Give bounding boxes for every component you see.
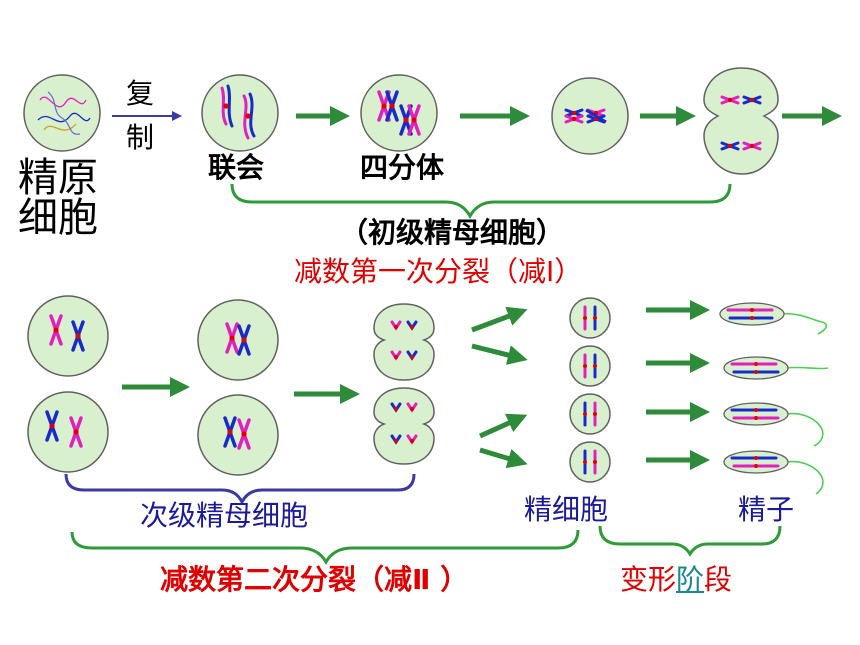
- primary-spermatocyte-brace: [230, 183, 732, 220]
- secondary-spermatocyte-label: 次级精母细胞: [140, 499, 309, 532]
- telophase2-cell-1: [373, 303, 435, 381]
- spermatogonium-label-1: 精原: [18, 155, 98, 201]
- meiosis1-label: 减数第一次分裂（减Ⅰ）: [294, 255, 583, 288]
- sperm-4: [723, 450, 824, 495]
- transformation-label-part3: 段: [704, 563, 733, 596]
- sperm-2: [723, 356, 829, 380]
- metaphase2-cell-2: [197, 394, 279, 476]
- spermatid-cell-3: [569, 393, 611, 435]
- secondary-cell-2: [27, 391, 109, 473]
- metaphase2-cell-1: [197, 299, 279, 381]
- spermatid-cell-1: [569, 297, 611, 339]
- arrow: [471, 343, 528, 365]
- sperm-label: 精子: [738, 493, 795, 526]
- telophase2-cell-2: [373, 387, 435, 465]
- arrow: [471, 306, 528, 333]
- tetrad-cell: [360, 74, 438, 152]
- primary-spermatocyte-label: （初级精母细胞）: [340, 216, 565, 249]
- spermatid-cell-2: [569, 345, 611, 387]
- secondary-spermatocyte-brace: [64, 473, 416, 506]
- metaphase1-cell: [551, 77, 629, 155]
- sperm-3: [723, 402, 824, 447]
- spermatogonium-label-2: 细胞: [18, 195, 98, 241]
- secondary-cell-1: [27, 295, 109, 377]
- transformation-label-link: 阶: [676, 563, 705, 596]
- telophase1-cell: [703, 67, 779, 175]
- transformation-brace: [598, 525, 782, 557]
- replicate-label-top: 复: [126, 77, 155, 110]
- meiosis2-label: 减数第二次分裂（减Ⅱ ）: [160, 563, 469, 596]
- spermatogonium-cell: [23, 74, 101, 152]
- sperm-1: [719, 302, 828, 335]
- transformation-label: 变形阶段: [620, 566, 732, 594]
- synapsis-cell: [201, 74, 279, 152]
- spermatid-label: 精细胞: [524, 493, 609, 526]
- replicate-label-bottom: 制: [126, 121, 155, 154]
- arrow: [479, 447, 528, 469]
- tetrad-label: 四分体: [360, 151, 445, 184]
- synapsis-label: 联会: [208, 151, 265, 184]
- transformation-label-part1: 变形: [620, 563, 677, 596]
- arrow: [478, 413, 528, 439]
- meiosis2-brace: [70, 529, 580, 566]
- spermatid-cell-4: [569, 441, 611, 483]
